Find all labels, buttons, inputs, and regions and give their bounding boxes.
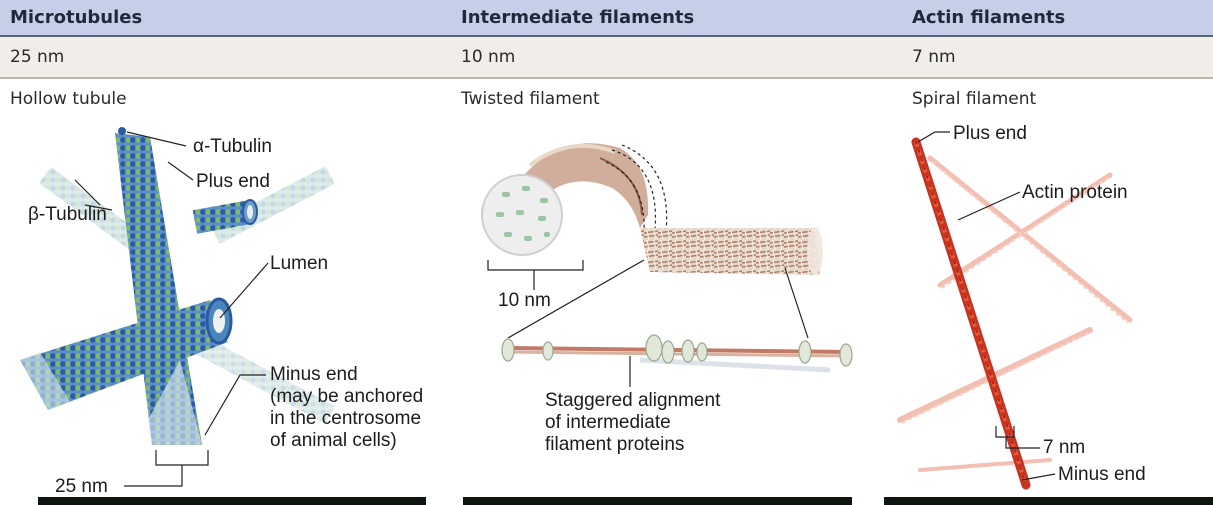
table-header-row: Microtubules Intermediate filaments Acti… [0, 0, 1213, 37]
staggered-line-3: filament proteins [545, 434, 685, 455]
label-if-scale: 10 nm [498, 290, 551, 311]
intermediate-rope [640, 227, 823, 275]
horizontal-microtubule [20, 297, 233, 410]
staggered-protein-row [501, 334, 853, 373]
label-mt-plus-end: Plus end [196, 171, 270, 192]
label-actin-protein: Actin protein [1022, 182, 1128, 203]
vertical-microtubule [115, 133, 202, 445]
micrograph-actin [884, 497, 1213, 505]
header-actin-filaments: Actin filaments [912, 7, 1066, 28]
staggered-line-1: Staggered alignment [545, 390, 721, 411]
microtubule-diagram [20, 127, 335, 487]
minus-end-line-1: Minus end [270, 364, 358, 385]
label-actin-minus-end: Minus end [1058, 464, 1146, 485]
intermediate-cross-section [481, 174, 563, 256]
micrograph-microtubules [38, 497, 426, 505]
diameter-row: 25 nm 10 nm 7 nm [0, 37, 1213, 79]
label-staggered-alignment: Staggered alignment of intermediate fila… [545, 390, 720, 456]
minus-end-line-2: (may be anchored [270, 386, 424, 407]
staggered-line-2: of intermediate [545, 412, 671, 433]
label-mt-scale: 25 nm [55, 476, 108, 497]
small-microtubule [192, 199, 258, 234]
label-minus-end-note: Minus end (may be anchored in the centro… [270, 364, 423, 452]
shape-microtubules: Hollow tubule [10, 89, 127, 109]
micrograph-intermediate [463, 497, 852, 505]
header-intermediate-filaments: Intermediate filaments [461, 7, 695, 28]
shape-intermediate: Twisted filament [461, 89, 600, 109]
header-microtubules: Microtubules [10, 7, 143, 28]
diameter-microtubules: 25 nm [10, 47, 65, 67]
intermediate-filament-diagram [481, 143, 853, 387]
label-actin-plus-end: Plus end [953, 123, 1027, 144]
actin-main-strand [911, 137, 1031, 490]
label-alpha-tubulin: α-Tubulin [193, 136, 272, 157]
minus-end-line-3: in the centrosome [270, 408, 422, 429]
label-actin-scale: 7 nm [1043, 437, 1086, 458]
diameter-actin: 7 nm [912, 47, 956, 67]
label-lumen: Lumen [270, 253, 329, 274]
diameter-intermediate: 10 nm [461, 47, 516, 67]
minus-end-line-4: of animal cells) [270, 430, 397, 451]
shape-actin: Spiral filament [912, 89, 1037, 109]
actin-filament-diagram [897, 131, 1133, 490]
label-beta-tubulin: β-Tubulin [28, 204, 107, 225]
